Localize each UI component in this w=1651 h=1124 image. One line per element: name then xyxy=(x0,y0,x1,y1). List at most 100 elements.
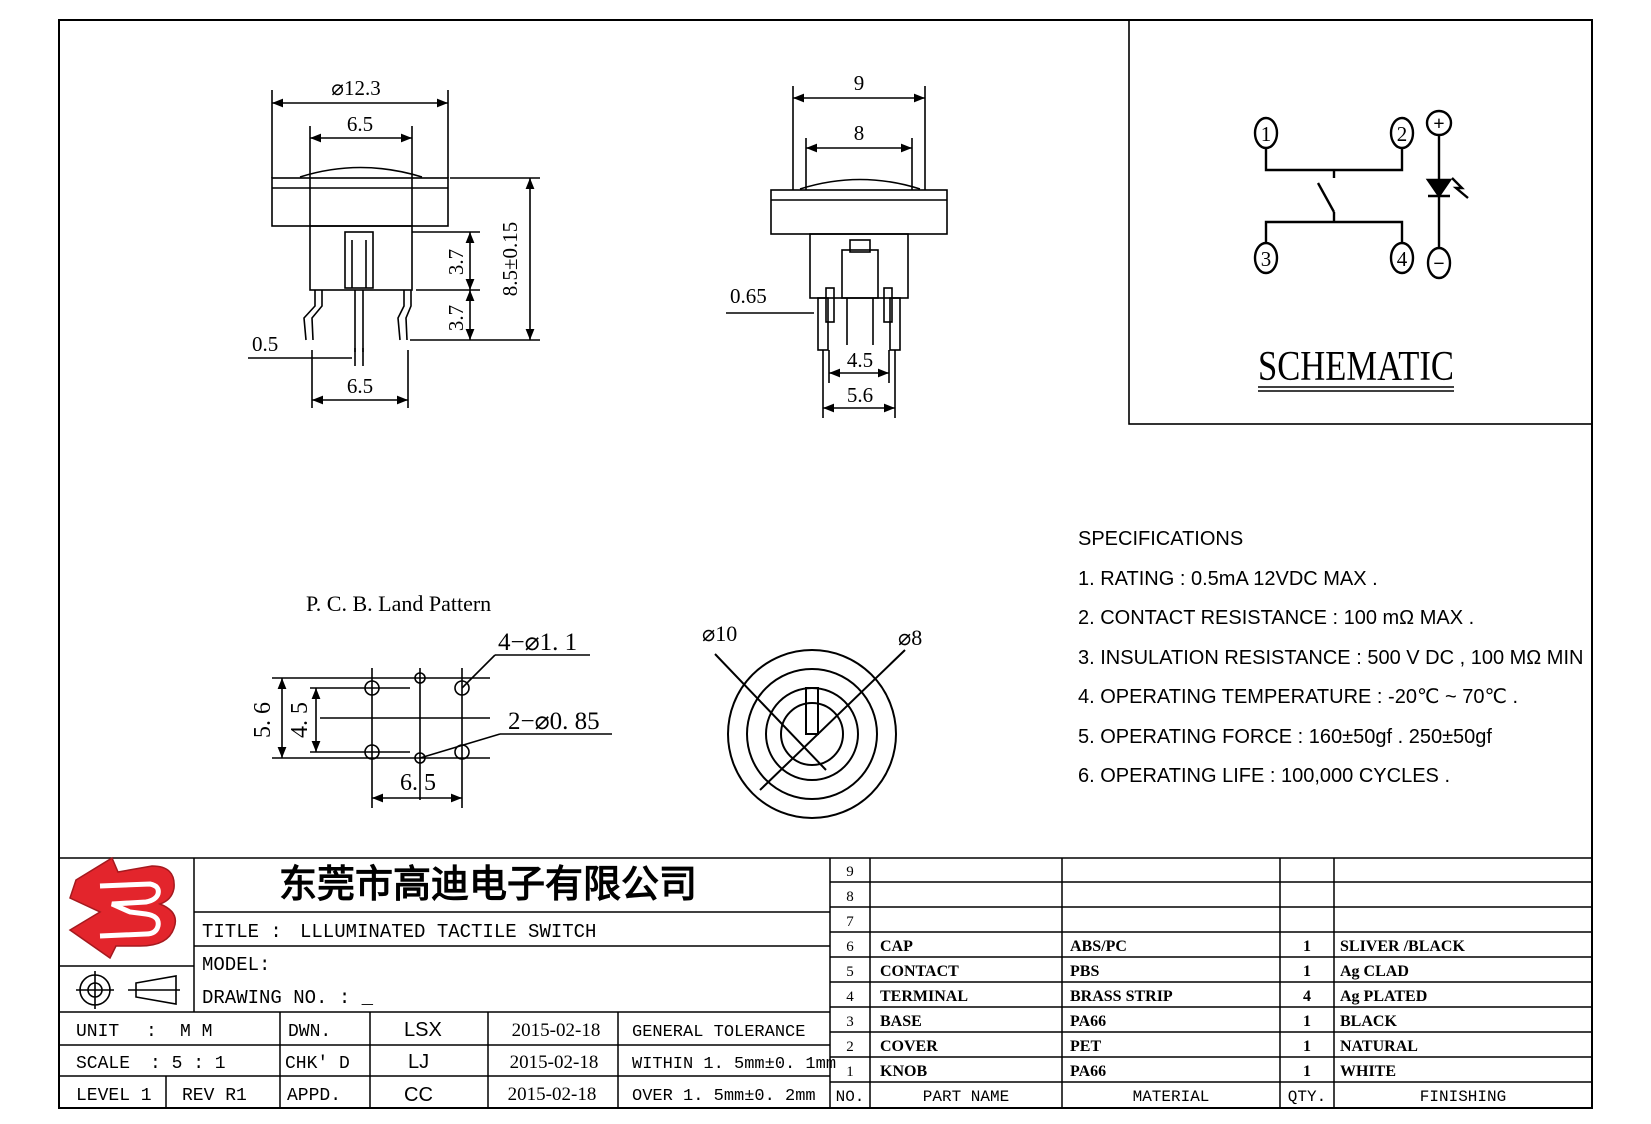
unit-value: M M xyxy=(180,1022,212,1042)
bom-row-part: TERMINAL xyxy=(880,988,968,1005)
bom-row-no: 8 xyxy=(846,889,854,905)
dwn-name: LSX xyxy=(404,1019,442,1041)
pcb-holes-large: 4−⌀1. 1 xyxy=(498,629,577,656)
pcb-title: P. C. B. Land Pattern xyxy=(306,591,491,616)
front-dim-height: 8.5±0.15 xyxy=(498,222,522,297)
bom-row-part: CONTACT xyxy=(880,963,959,980)
bom-row-no: 1 xyxy=(846,1064,854,1080)
side-dim-outer-pitch: 5.6 xyxy=(847,383,873,407)
spec-item: 1. RATING : 0.5mA 12VDC MAX . xyxy=(1078,567,1378,590)
rev-label: REV R1 xyxy=(182,1086,247,1106)
spec-item: 2. CONTACT RESISTANCE : 100 mΩ MAX . xyxy=(1078,607,1475,629)
schematic-pin-4: 4 xyxy=(1397,247,1408,271)
appd-date: 2015-02-18 xyxy=(508,1084,597,1105)
bom-row-no: 5 xyxy=(846,964,854,980)
chkd-name: LJ xyxy=(408,1051,429,1073)
scale-value: : 5 : 1 xyxy=(150,1054,226,1074)
bom-row-material: PET xyxy=(1070,1038,1101,1055)
chkd-label: CHK' D xyxy=(285,1054,350,1074)
schematic-pin-1: 1 xyxy=(1261,122,1272,146)
bom-row-qty: 1 xyxy=(1303,938,1311,955)
side-view xyxy=(726,86,948,418)
bom-row-no: 3 xyxy=(846,1014,854,1030)
pcb-holes-small: 2−⌀0. 85 xyxy=(508,708,600,735)
top-view-dia-outer: ⌀10 xyxy=(702,621,737,646)
bom-row-qty: 4 xyxy=(1303,988,1311,1005)
bom-row-material: PA66 xyxy=(1070,1013,1106,1030)
bom-row-part: KNOB xyxy=(880,1063,927,1080)
bom-row-part: COVER xyxy=(880,1038,938,1055)
front-view xyxy=(248,90,540,408)
bom-header-finishing: FINISHING xyxy=(1420,1088,1506,1106)
unit-colon: : xyxy=(146,1022,157,1042)
unit-label: UNIT xyxy=(76,1022,119,1042)
title-block-grid xyxy=(59,857,1592,1108)
level-label: LEVEL 1 xyxy=(76,1086,152,1106)
schematic-diagram xyxy=(1253,109,1469,280)
schematic-title: SCHEMATIC xyxy=(1258,344,1454,390)
spec-item: 3. INSULATION RESISTANCE : 500 V DC , 10… xyxy=(1078,646,1584,669)
front-dim-spacing: 6.5 xyxy=(347,374,373,398)
bom-row-qty: 1 xyxy=(1303,963,1311,980)
spec-item: 5. OPERATING FORCE : 160±50gf . 250±50gf xyxy=(1078,725,1492,748)
top-view xyxy=(714,649,906,819)
bom-row-material: ABS/PC xyxy=(1070,938,1127,955)
bom-row-no: 4 xyxy=(846,989,854,1005)
schematic-pin-3: 3 xyxy=(1261,247,1272,271)
bom-row-finishing: BLACK xyxy=(1340,1013,1397,1030)
pcb-dim-height-inner: 4. 5 xyxy=(287,702,313,738)
schematic-frame xyxy=(1128,19,1593,425)
company-name: 东莞市高迪电子有限公司 xyxy=(279,864,697,906)
side-dim-pin: 0.65 xyxy=(730,284,767,308)
projection-symbol xyxy=(76,971,180,1009)
dwn-label: DWN. xyxy=(288,1022,331,1042)
tolerance-within: WITHIN 1. 5mm±0. 1mm xyxy=(632,1055,836,1074)
front-dim-inner: 6.5 xyxy=(347,112,373,136)
title-label: TITLE : xyxy=(202,921,282,943)
bom-row-no: 9 xyxy=(846,864,854,880)
title-value: LLLUMINATED TACTILE SWITCH xyxy=(300,921,596,943)
spec-item: 4. OPERATING TEMPERATURE : -20℃ ~ 70℃ . xyxy=(1078,686,1519,708)
company-logo xyxy=(68,856,177,960)
appd-label: APPD. xyxy=(287,1086,341,1106)
model-label: MODEL: xyxy=(202,954,270,976)
pcb-dim-height-outer: 5. 6 xyxy=(250,702,276,738)
pcb-dim-width: 6. 5 xyxy=(400,770,436,796)
bom-row-qty: 1 xyxy=(1303,1013,1311,1030)
bom-row-material: PBS xyxy=(1070,963,1099,980)
spec-item: 6. OPERATING LIFE : 100,000 CYCLES . xyxy=(1078,765,1451,787)
front-dim-outer: ⌀12.3 xyxy=(331,76,380,100)
bom-header-qty: QTY. xyxy=(1288,1088,1326,1106)
chkd-date: 2015-02-18 xyxy=(510,1052,599,1073)
scale-label: SCALE xyxy=(76,1054,130,1074)
appd-name: CC xyxy=(404,1084,433,1106)
schematic-led-plus: + xyxy=(1433,113,1444,135)
bom-row-part: CAP xyxy=(880,938,913,955)
sheet-border xyxy=(58,19,1593,1109)
tolerance-title: GENERAL TOLERANCE xyxy=(632,1023,805,1042)
bom-row-no: 6 xyxy=(846,939,854,955)
bom-row-finishing: WHITE xyxy=(1340,1063,1396,1080)
front-dim-pin: 0.5 xyxy=(252,332,278,356)
specifications: SPECIFICATIONS 1. RATING : 0.5mA 12VDC M… xyxy=(1078,520,1598,797)
bom-row-qty: 1 xyxy=(1303,1038,1311,1055)
bom-row-finishing: SLIVER /BLACK xyxy=(1340,938,1465,955)
drawing-no-label: DRAWING NO. : _ xyxy=(202,987,374,1009)
front-dim-upper: 3.7 xyxy=(444,249,468,275)
side-dim-inner-pitch: 4.5 xyxy=(847,348,873,372)
schematic-led-minus: − xyxy=(1433,253,1444,275)
front-dim-lower: 3.7 xyxy=(444,305,468,331)
bom-row-finishing: Ag CLAD xyxy=(1340,963,1409,980)
bom-header-material: MATERIAL xyxy=(1133,1088,1210,1106)
side-dim-inner: 8 xyxy=(854,121,865,145)
bom-row-finishing: Ag PLATED xyxy=(1340,988,1427,1005)
bom-row-finishing: NATURAL xyxy=(1340,1038,1418,1055)
bom-header-no: NO. xyxy=(836,1088,865,1106)
schematic-pin-2: 2 xyxy=(1397,122,1408,146)
top-view-dia-inner: ⌀8 xyxy=(898,625,922,650)
bom-row-part: BASE xyxy=(880,1013,922,1030)
dwn-date: 2015-02-18 xyxy=(512,1020,601,1041)
bom-row-no: 2 xyxy=(846,1039,854,1055)
bom-row-material: BRASS STRIP xyxy=(1070,988,1173,1005)
